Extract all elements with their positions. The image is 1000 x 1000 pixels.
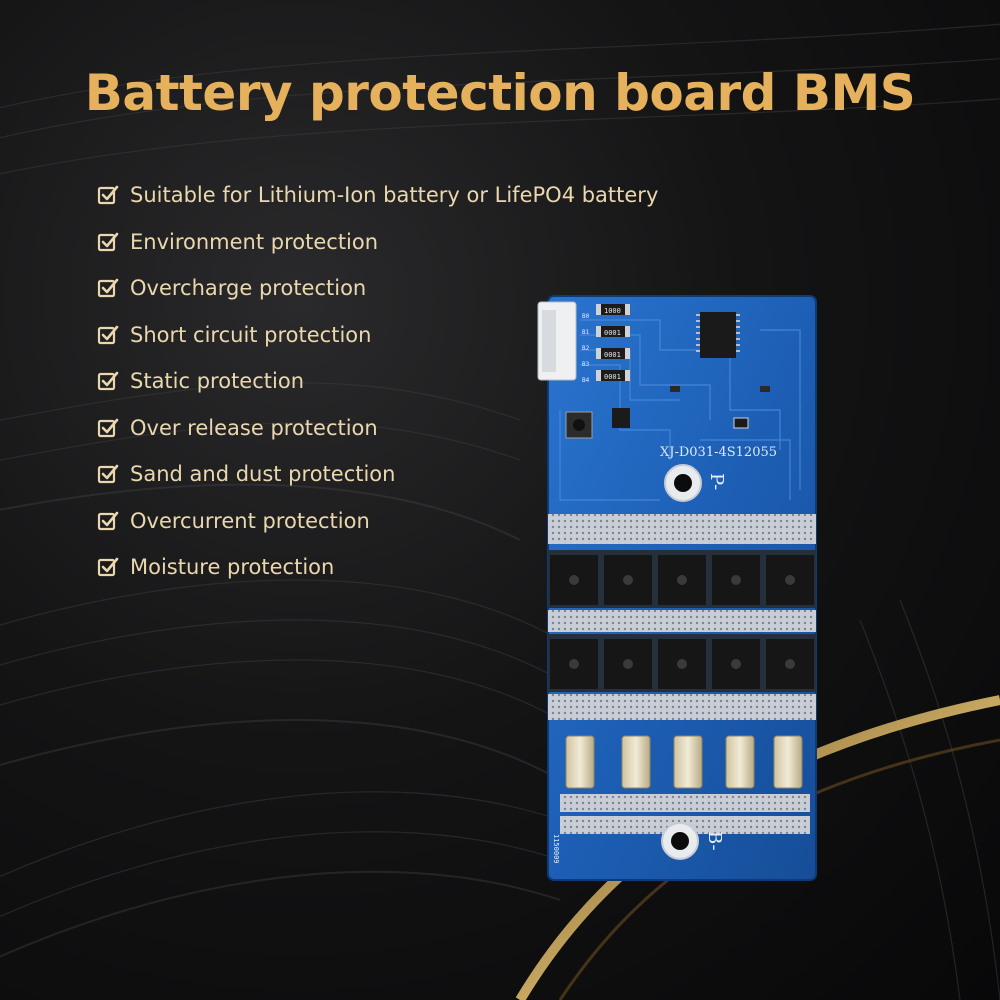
feature-text: Short circuit protection (130, 322, 372, 347)
checkbox-check-icon (97, 325, 119, 344)
checkbox-check-icon (97, 278, 119, 298)
page-title: Battery protection board BMS (84, 64, 916, 122)
smd-resistor (600, 326, 626, 337)
pin-label: B4 (582, 377, 590, 384)
feature-item: Short circuit protection (96, 312, 658, 359)
mosfet-small (612, 408, 630, 428)
resistor-code: 0001 (604, 351, 621, 359)
checkbox-check-icon (97, 371, 119, 391)
feature-item: Suitable for Lithium-Ion battery or Life… (96, 172, 658, 219)
resistor-code: 0001 (604, 373, 621, 381)
board-model: XJ-D031-4S12055 (660, 445, 777, 460)
feature-text: Environment protection (130, 229, 379, 254)
smd-resistor (600, 304, 626, 315)
pin-label: B2 (582, 345, 590, 352)
current-shunts (565, 735, 803, 789)
pin-label: B3 (582, 361, 590, 368)
checkbox-check-icon (97, 511, 119, 530)
feature-item: Overcharge protection (96, 265, 658, 312)
feature-text: Static protection (130, 369, 304, 394)
feature-text: Moisture protection (130, 555, 335, 580)
feature-item: Moisture protection (96, 544, 658, 591)
feature-item: Environment protection (96, 219, 658, 266)
checkbox-check-icon (97, 557, 119, 577)
mosfet-row-top (548, 550, 816, 608)
mosfet-row-bottom (548, 634, 816, 692)
feature-text: Overcharge protection (130, 276, 367, 301)
checkbox-check-icon (97, 464, 119, 484)
b-terminal-label: B- (704, 831, 725, 851)
checkbox-check-icon (97, 232, 119, 251)
pin-label: B0 (582, 313, 590, 320)
ic-chip (700, 312, 736, 358)
feature-item: Sand and dust protection (96, 451, 658, 498)
bms-board-image: B0 B1 B2 B3 B4 1000 0001 0001 0001 (537, 295, 817, 881)
copper-strip (548, 514, 816, 544)
feature-text: Sand and dust protection (130, 462, 396, 487)
resistor-code: 1000 (604, 307, 621, 315)
feature-item: Over release protection (96, 405, 658, 452)
resistor-code: 0001 (604, 329, 621, 337)
feature-list: Suitable for Lithium-Ion battery or Life… (96, 172, 658, 591)
feature-item: Overcurrent protection (96, 498, 658, 545)
checkbox-check-icon (97, 185, 119, 205)
pin-label: B1 (582, 329, 590, 336)
p-terminal-label: P- (706, 473, 727, 490)
smd-resistor (600, 348, 626, 359)
feature-text: Overcurrent protection (130, 508, 370, 533)
smd-resistor (600, 370, 626, 381)
serial-number: 1150009 (552, 834, 560, 864)
feature-text: Suitable for Lithium-Ion battery or Life… (130, 183, 659, 208)
feature-text: Over release protection (130, 415, 378, 440)
feature-item: Static protection (96, 358, 658, 405)
checkbox-check-icon (97, 418, 119, 437)
